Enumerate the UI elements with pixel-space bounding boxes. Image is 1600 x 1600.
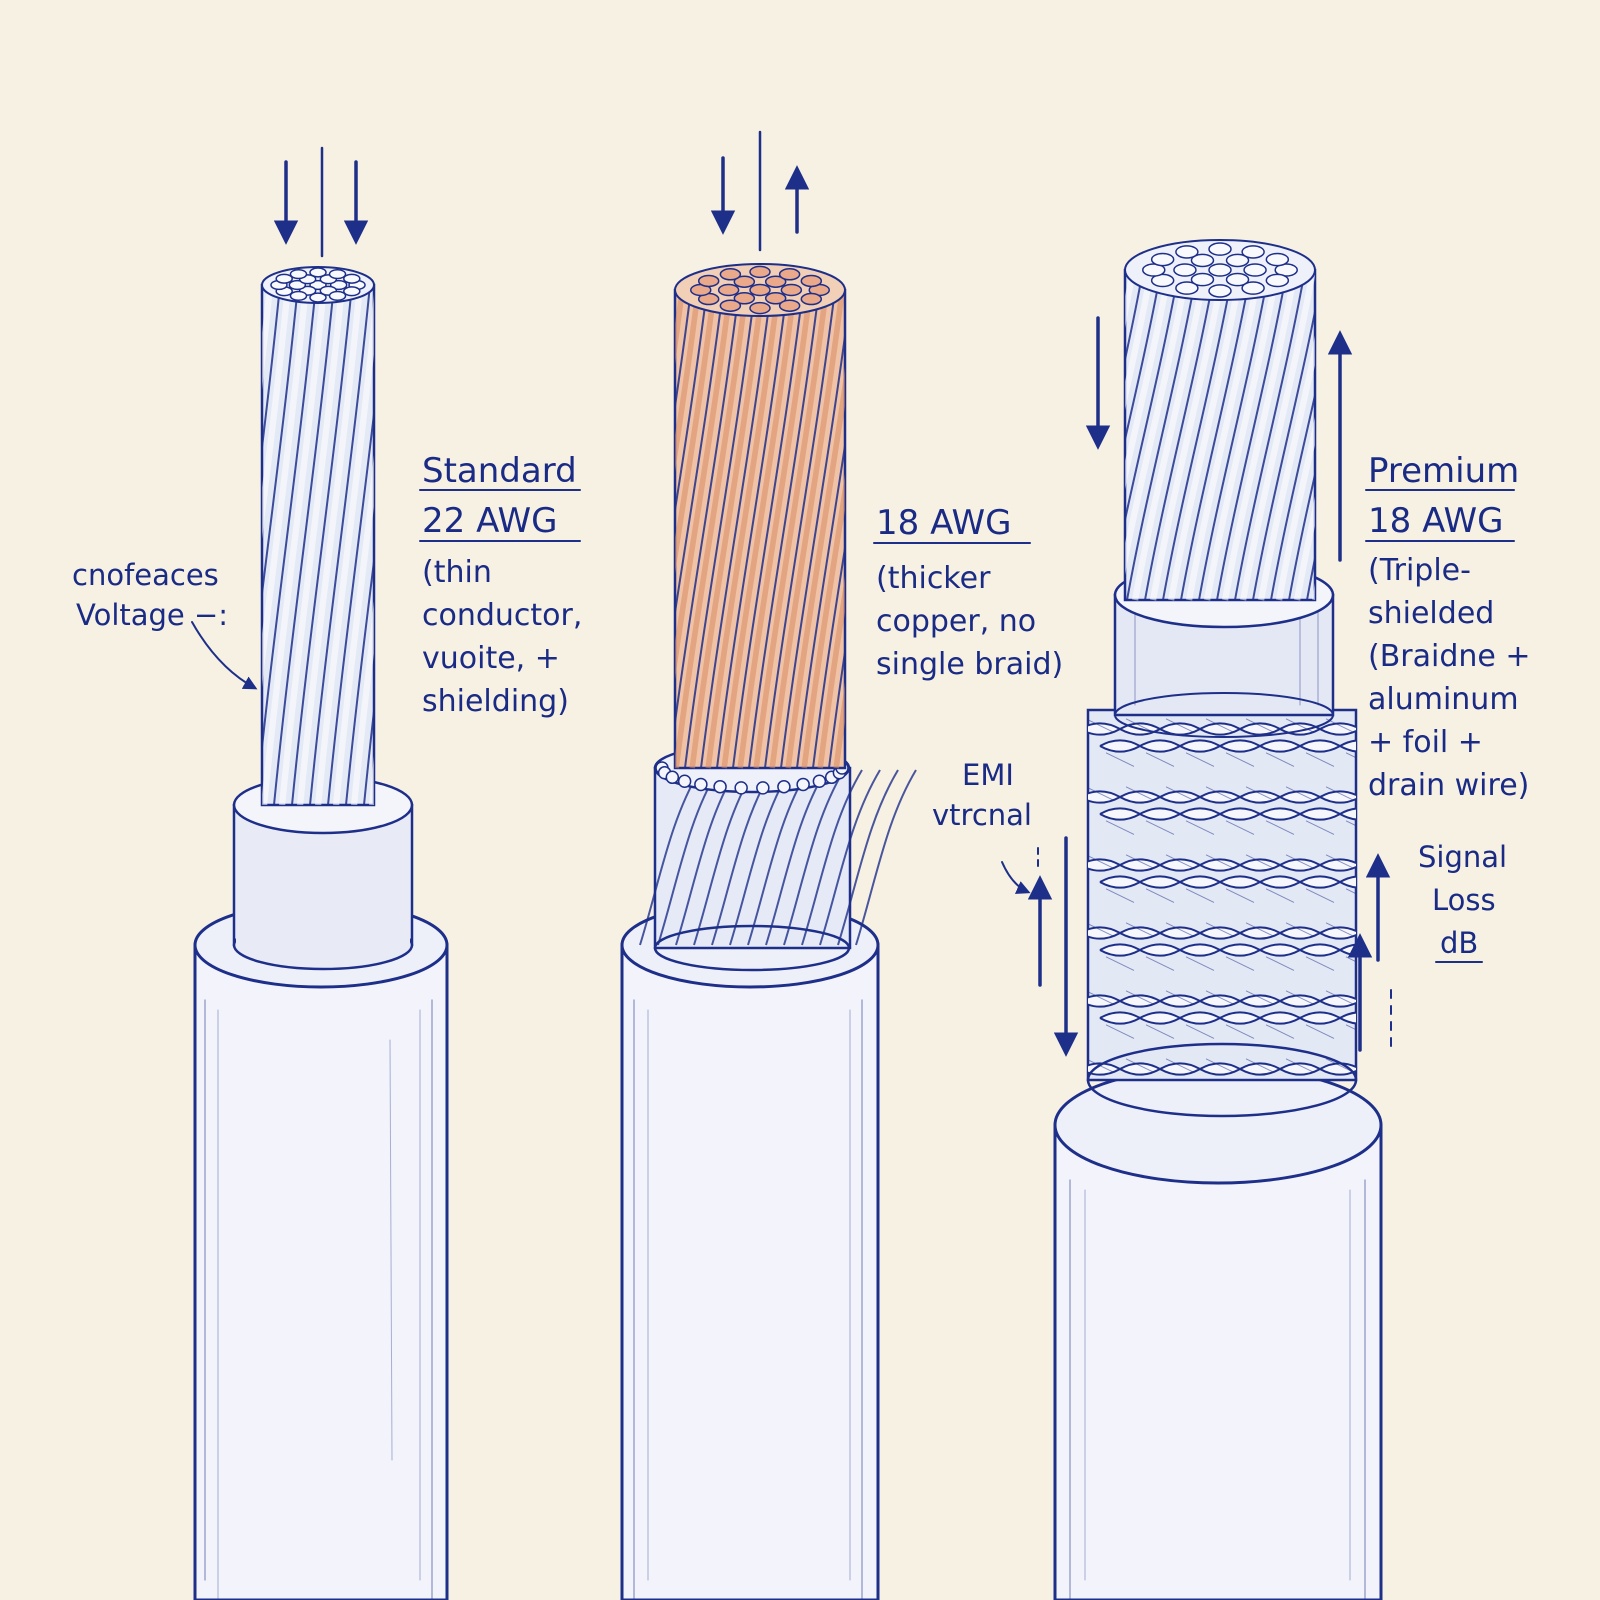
cable-description: shielding) (422, 684, 569, 719)
cable-description: shielded (1368, 596, 1494, 631)
cable-description: (thicker (876, 561, 991, 596)
annotation-text: dB (1440, 926, 1478, 960)
braided-shield (1086, 708, 1358, 1118)
cable-description: aluminum (1368, 682, 1519, 717)
cable-standard-22awg (193, 266, 449, 1600)
annotation-text: EMI (962, 758, 1014, 792)
pointer-arrow-icon (191, 621, 258, 690)
conductor-strands (1123, 239, 1317, 602)
cable-description: (Braidne + (1368, 639, 1531, 674)
cable-description: drain wire) (1368, 768, 1529, 803)
cable-description: vuoite, + (422, 641, 560, 676)
annotation-signal-loss: Signal Loss dB (1418, 840, 1507, 963)
cable-description: copper, no (876, 604, 1036, 639)
cable-title: Premium (1368, 451, 1519, 491)
cable-title: Standard (422, 451, 577, 491)
annotation-text: cnofeaces (72, 558, 219, 592)
cable-description: + foil + (1368, 725, 1483, 760)
cable-title: 18 AWG (876, 503, 1011, 543)
copper-conductor (673, 263, 847, 770)
cable-description: (thin (422, 555, 492, 590)
cable-title: 18 AWG (1368, 501, 1503, 541)
outer-jacket (620, 901, 880, 1600)
outer-jacket (193, 901, 449, 1600)
label-cable-standard: Standard 22 AWG (thin conductor, vuoite,… (419, 451, 582, 719)
cable-description: (Triple- (1368, 553, 1471, 588)
outer-jacket (1053, 1065, 1383, 1600)
current-arrows (191, 130, 1392, 1057)
cable-18awg (620, 263, 917, 1600)
cable-description: conductor, (422, 598, 582, 633)
cable-title: 22 AWG (422, 501, 557, 541)
insulation-layer (232, 775, 414, 971)
annotation-text: Loss (1432, 883, 1496, 917)
cable-description: single braid) (876, 647, 1063, 682)
label-cable-18awg: 18 AWG (thicker copper, no single braid) (873, 503, 1063, 682)
annotation-voltage: cnofeaces Voltage −: (72, 558, 228, 632)
annotation-text: vtrcnal (932, 798, 1032, 832)
annotation-text: Voltage −: (76, 598, 228, 632)
pointer-arrow-icon (1001, 861, 1031, 894)
label-cable-premium: Premium 18 AWG (Triple- shielded (Braidn… (1365, 451, 1531, 803)
conductor-strands (260, 266, 376, 807)
annotation-text: Signal (1418, 840, 1507, 874)
cable-premium-18awg (1053, 239, 1383, 1600)
annotation-emi: EMI vtrcnal (932, 758, 1032, 832)
